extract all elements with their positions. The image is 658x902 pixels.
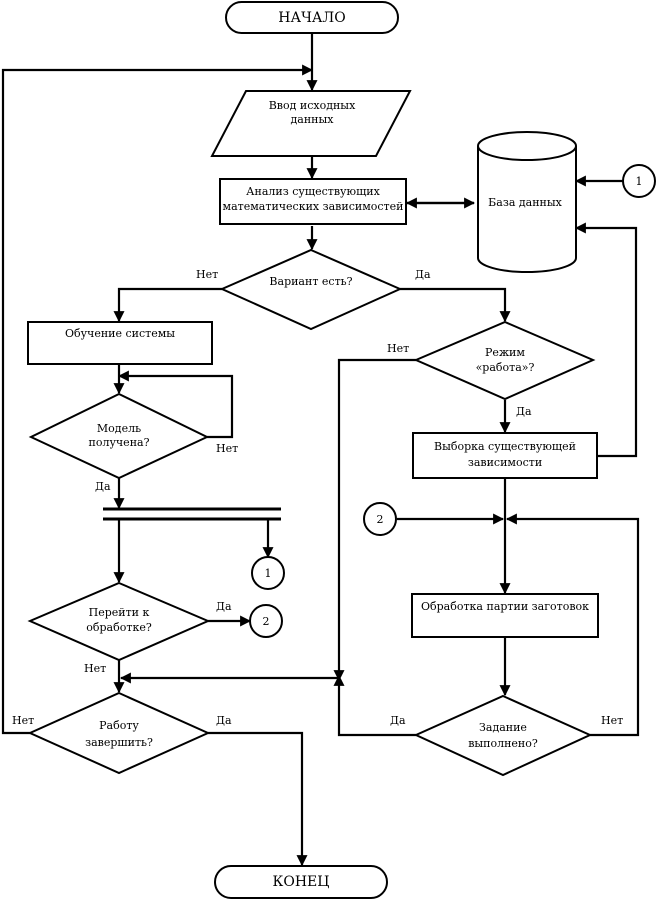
goto-no-label: Нет — [84, 662, 106, 675]
mode-no-label: Нет — [387, 342, 409, 355]
svg-text:КОНЕЦ: КОНЕЦ — [273, 874, 330, 890]
svg-text:математических зависимостей: математических зависимостей — [223, 200, 404, 213]
svg-text:2: 2 — [377, 513, 384, 526]
mode-yes-label: Да — [516, 405, 532, 418]
svg-text:получена?: получена? — [89, 436, 150, 449]
mode-decision: Режим «работа»? — [413, 320, 596, 401]
svg-text:Режим: Режим — [485, 346, 525, 359]
goto-yes-label: Да — [216, 600, 232, 613]
svg-text:Ввод исходных: Ввод исходных — [269, 99, 356, 112]
analysis-process: Анализ существующих математических завис… — [219, 178, 407, 225]
input-parallelogram: Ввод исходных данных — [210, 90, 412, 157]
processing-process: Обработка партии заготовок — [411, 593, 599, 638]
svg-text:«работа»?: «работа»? — [476, 361, 535, 374]
svg-text:НАЧАЛО: НАЧАЛО — [278, 10, 345, 26]
svg-text:2: 2 — [263, 615, 270, 628]
start-terminal: НАЧАЛО — [225, 1, 399, 34]
svg-text:выполнено?: выполнено? — [468, 737, 538, 750]
svg-text:Анализ существующих: Анализ существующих — [246, 185, 380, 198]
training-process: Обучение системы — [27, 321, 213, 365]
svg-text:обработке?: обработке? — [86, 621, 152, 634]
finish-no-label: Нет — [12, 714, 34, 727]
svg-text:Перейти к: Перейти к — [89, 606, 150, 619]
connectors-lines — [1, 34, 640, 867]
svg-text:Вариант есть?: Вариант есть? — [269, 275, 352, 288]
svg-text:Модель: Модель — [97, 422, 141, 435]
svg-text:База данных: База данных — [488, 196, 562, 209]
finish-decision: Работу завершить? — [27, 691, 211, 775]
connector-1-top: 1 — [622, 164, 656, 198]
connector-2-left: 2 — [249, 604, 283, 638]
variant-decision: Вариант есть? — [219, 248, 403, 331]
done-decision: Задание выполнено? — [413, 694, 593, 777]
svg-text:Задание: Задание — [479, 721, 527, 734]
svg-text:завершить?: завершить? — [85, 736, 153, 749]
sync-bar — [103, 507, 281, 521]
svg-text:данных: данных — [291, 113, 335, 126]
svg-text:Обработка партии заготовок: Обработка партии заготовок — [421, 600, 589, 613]
end-terminal: КОНЕЦ — [214, 865, 388, 899]
database-cylinder: База данных — [477, 131, 577, 273]
branch-labels: Нет Да Нет Да Нет Да Да Нет Нет Да Да Не… — [12, 268, 623, 727]
goto-decision: Перейти к обработке? — [27, 581, 211, 662]
selection-process: Выборка существующей зависимости — [412, 432, 598, 479]
connector-2-right: 2 — [363, 502, 397, 536]
svg-text:1: 1 — [265, 567, 272, 580]
variant-no-label: Нет — [196, 268, 218, 281]
model-no-label: Нет — [216, 442, 238, 455]
svg-text:Обучение системы: Обучение системы — [65, 327, 175, 340]
connector-1-bottom: 1 — [251, 556, 285, 590]
svg-text:Выборка существующей: Выборка существующей — [434, 440, 576, 453]
svg-text:зависимости: зависимости — [468, 456, 542, 469]
done-no-label: Нет — [601, 714, 623, 727]
model-yes-label: Да — [95, 480, 111, 493]
svg-text:Работу: Работу — [99, 719, 139, 732]
variant-yes-label: Да — [415, 268, 431, 281]
done-yes-label: Да — [390, 714, 406, 727]
model-decision: Модель получена? — [28, 392, 210, 480]
svg-text:1: 1 — [636, 175, 643, 188]
finish-yes-label: Да — [216, 714, 232, 727]
